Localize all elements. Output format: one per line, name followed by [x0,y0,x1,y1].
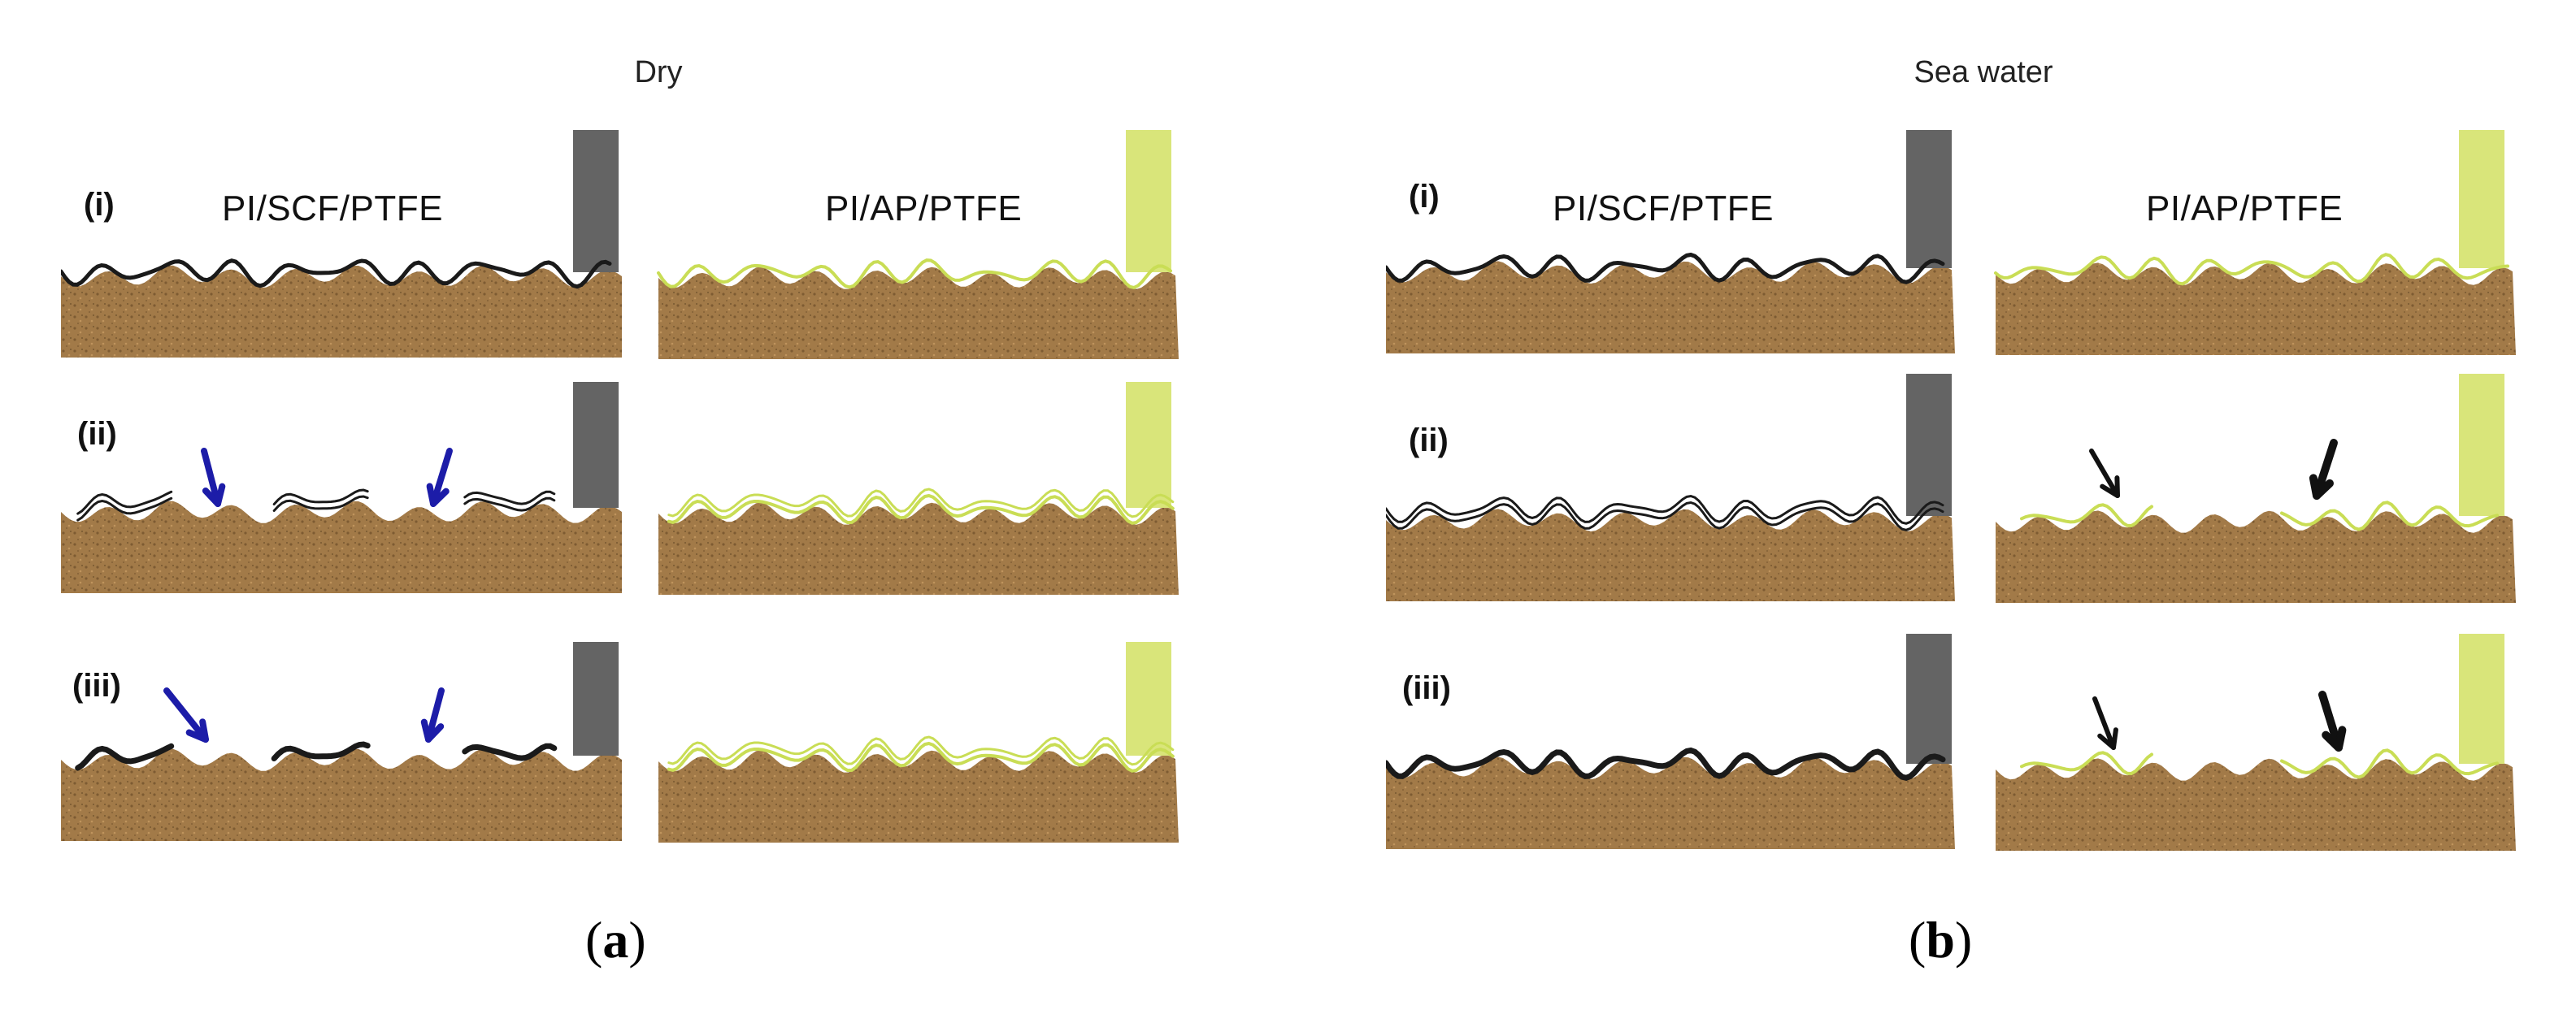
transfer-film-layer [1386,494,1944,525]
diagram-dry [61,130,1179,843]
transfer-film [272,495,369,512]
transfer-film [463,496,556,512]
arrow-head [426,483,450,507]
arrow-icon [2092,696,2116,750]
counterpart-slider [1906,130,1952,268]
panel-title-sea-water: Sea water [1914,55,2053,89]
row-label-ii: (ii) [1409,423,1449,458]
transfer-film [75,743,175,771]
arrow-icon [430,448,453,507]
arrow-icon [2318,691,2343,752]
substrate-block [61,265,622,358]
arrow-icon [425,687,445,743]
substrate-block [1996,262,2516,355]
substrate-block [1386,756,1955,849]
transfer-film [1994,253,2509,286]
caption-b: (b) [1909,911,1973,969]
counterpart-slider [1906,634,1952,764]
row-label-iii: (iii) [72,668,121,704]
substrate-block [658,750,1179,843]
panel-sea-water: Sea water (i) (ii) (iii) PI/SCF/PTFE PI/… [1386,41,2576,861]
transfer-film-layer [667,488,1175,518]
arrow-head [2322,726,2347,752]
substrate-block [658,267,1179,359]
arrow-icon [2313,439,2338,500]
transfer-film-layer [463,490,556,505]
substrate-block [1996,758,2516,851]
transfer-film [2020,503,2153,528]
substrate-block [1386,509,1955,601]
row-label-i: (i) [1409,179,1440,215]
transfer-film [667,493,1175,525]
substrate-block [61,748,622,841]
arrow-head [2309,474,2334,500]
diagram-sea-water [1386,130,2516,851]
substrate-block [658,502,1179,595]
material-label-ap: PI/AP/PTFE [2146,189,2344,228]
counterpart-slider [1126,642,1171,756]
substrate-block [1386,261,1955,353]
counterpart-slider [2459,130,2504,268]
transfer-film-layer [272,488,369,505]
counterpart-slider [2459,634,2504,764]
transfer-film [2020,751,2153,776]
row-label-iii: (iii) [1402,670,1451,706]
substrate-block [61,501,622,593]
arrow-icon [2089,449,2120,498]
material-label-scf: PI/SCF/PTFE [1553,189,1774,228]
transfer-film [462,743,558,761]
material-label-scf: PI/SCF/PTFE [222,189,443,228]
transfer-film-layer [667,735,1175,766]
counterpart-slider [1126,130,1171,272]
caption-a: (a) [585,911,646,969]
transfer-film [2280,748,2499,779]
counterpart-slider [1126,382,1171,508]
row-label-ii: (ii) [77,416,117,452]
counterpart-slider [573,130,619,272]
transfer-film [2280,501,2499,531]
transfer-film [657,258,1172,289]
arrow-head [202,483,226,507]
arrow-icon [163,687,209,743]
transfer-film [1386,501,1944,531]
transfer-film [1386,747,1946,781]
transfer-film [1386,252,1945,284]
transfer-film [667,741,1175,773]
transfer-film-layer [76,490,173,515]
counterpart-slider [573,382,619,508]
row-label-i: (i) [84,187,115,223]
counterpart-slider [1906,374,1952,516]
arrow-head [2097,727,2118,750]
arrow-head [420,718,445,743]
panel-dry: Dry (i) (ii) (iii) PI/SCF/PTFE PI/AP/PTF… [61,41,1256,861]
substrate-block [1996,510,2516,603]
material-label-ap: PI/AP/PTFE [825,189,1023,228]
counterpart-slider [2459,374,2504,516]
arrow-head [185,718,209,743]
transfer-film [76,496,173,522]
counterpart-slider [573,642,619,756]
transfer-film [271,741,371,761]
transfer-film [61,258,612,289]
panel-title-dry: Dry [634,55,683,89]
arrow-icon [201,448,221,507]
arrow-head [2100,475,2120,498]
